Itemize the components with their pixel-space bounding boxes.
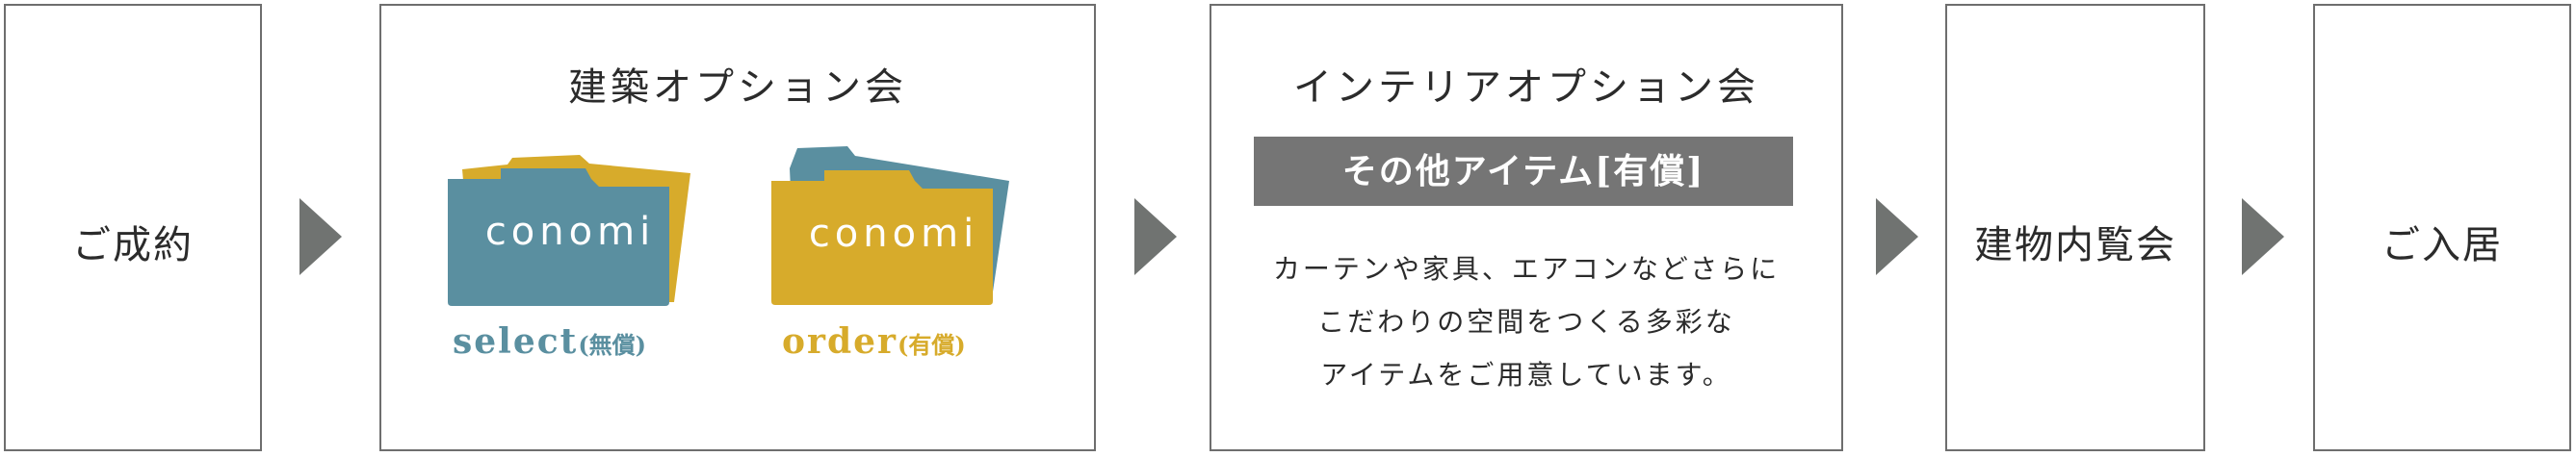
- folder-word-select: conomi: [484, 210, 656, 254]
- folder-word-order: conomi: [808, 212, 979, 256]
- caption-order-sub: (有償): [898, 331, 966, 359]
- step-building-option-title: 建築オプション会: [568, 65, 907, 110]
- folder-tab: [448, 168, 591, 179]
- step-move-in-label: ご入居: [2381, 223, 2503, 267]
- folder-front-sheet: [771, 181, 993, 305]
- step-move-in: ご入居: [2313, 4, 2571, 451]
- step-contract-label: ご成約: [72, 223, 194, 267]
- folder-icon: conomi: [445, 150, 695, 309]
- folder-front-sheet: [448, 179, 669, 306]
- description-line-2: こだわりの空間をつくる多彩な: [1317, 306, 1735, 338]
- right-arrow-icon: [2242, 198, 2284, 275]
- caption-order: order(有償): [782, 321, 966, 362]
- right-arrow-icon: [299, 198, 342, 275]
- step-interior-option: インテリアオプション会 その他アイテム[有償] カーテンや家具、エアコンなどさら…: [1210, 4, 1843, 451]
- step-contract: ご成約: [4, 4, 262, 451]
- folder-icon-order-graphic: [771, 146, 1009, 305]
- folder-tab: [771, 170, 915, 181]
- description-line-1: カーテンや家具、エアコンなどさらに: [1272, 253, 1781, 285]
- step-interior-option-title: インテリアオプション会: [1293, 65, 1759, 110]
- paid-items-banner: その他アイテム[有償]: [1254, 137, 1793, 206]
- folder-icon: conomi: [768, 144, 1019, 305]
- right-arrow-icon: [1134, 198, 1177, 275]
- caption-select-sub: (無償): [578, 331, 647, 359]
- step-inspection-label: 建物内覧会: [1974, 223, 2176, 267]
- description-line-3: アイテムをご用意しています。: [1320, 359, 1732, 391]
- caption-select-main: select: [453, 321, 579, 362]
- step-building-option: 建築オプション会 conomi select(無償) conomi order(…: [379, 4, 1096, 451]
- caption-select: select(無償): [453, 321, 646, 362]
- step-inspection: 建物内覧会: [1945, 4, 2205, 451]
- folder-icon-select-graphic: [448, 155, 690, 306]
- caption-order-main: order: [782, 321, 898, 362]
- right-arrow-icon: [1876, 198, 1918, 275]
